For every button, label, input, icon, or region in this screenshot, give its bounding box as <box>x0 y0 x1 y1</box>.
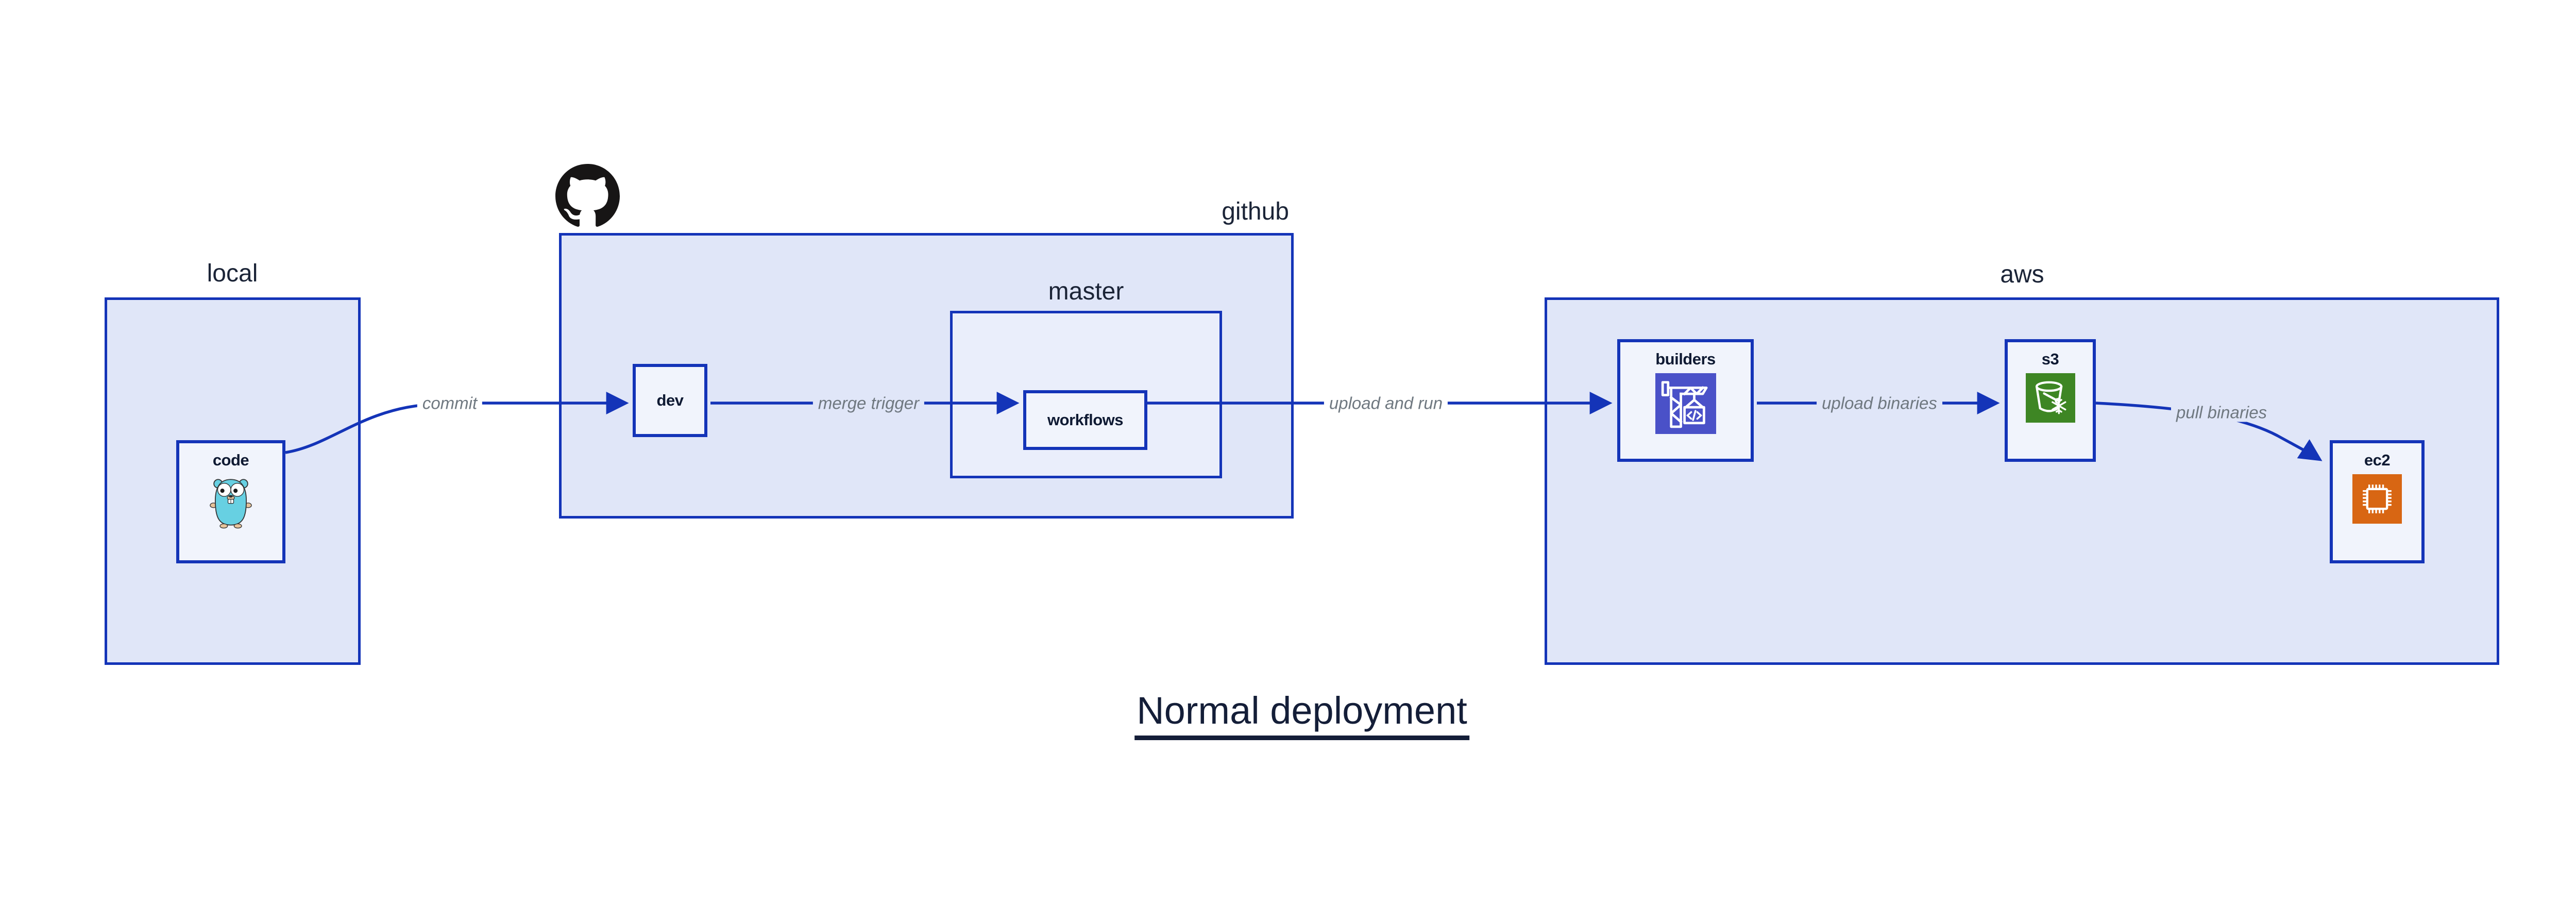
edge-label-upload-binaries: upload binaries <box>1817 393 1942 413</box>
local-group-label: local <box>207 260 258 287</box>
node-s3-label: s3 <box>2041 350 2059 368</box>
node-builders: builders <box>1617 339 1754 462</box>
node-dev-label: dev <box>656 391 684 409</box>
codebuild-crane-icon <box>1655 373 1716 437</box>
s3-bucket-icon <box>2025 373 2075 425</box>
go-gopher-icon <box>210 474 252 532</box>
github-octocat-icon <box>555 164 620 231</box>
ec2-chip-icon <box>2352 474 2402 526</box>
node-workflows: workflows <box>1023 390 1147 450</box>
edge-label-upload-and-run: upload and run <box>1324 393 1448 413</box>
node-workflows-label: workflows <box>1047 410 1124 429</box>
diagram-title: Normal deployment <box>1134 689 1469 740</box>
node-s3: s3 <box>2005 339 2096 462</box>
edge-label-commit: commit <box>417 393 483 413</box>
node-code-label: code <box>212 451 249 469</box>
node-code: code <box>176 440 285 563</box>
node-ec2: ec2 <box>2330 440 2425 563</box>
edge-label-pull-binaries: pull binaries <box>2171 403 2273 422</box>
aws-group-label: aws <box>2000 261 2044 288</box>
master-group-label: master <box>1048 278 1124 305</box>
github-group-label: github <box>1222 198 1289 225</box>
edge-label-merge-trigger: merge trigger <box>812 393 925 413</box>
node-ec2-label: ec2 <box>2364 451 2391 469</box>
node-dev: dev <box>633 364 707 437</box>
node-builders-label: builders <box>1655 350 1716 368</box>
